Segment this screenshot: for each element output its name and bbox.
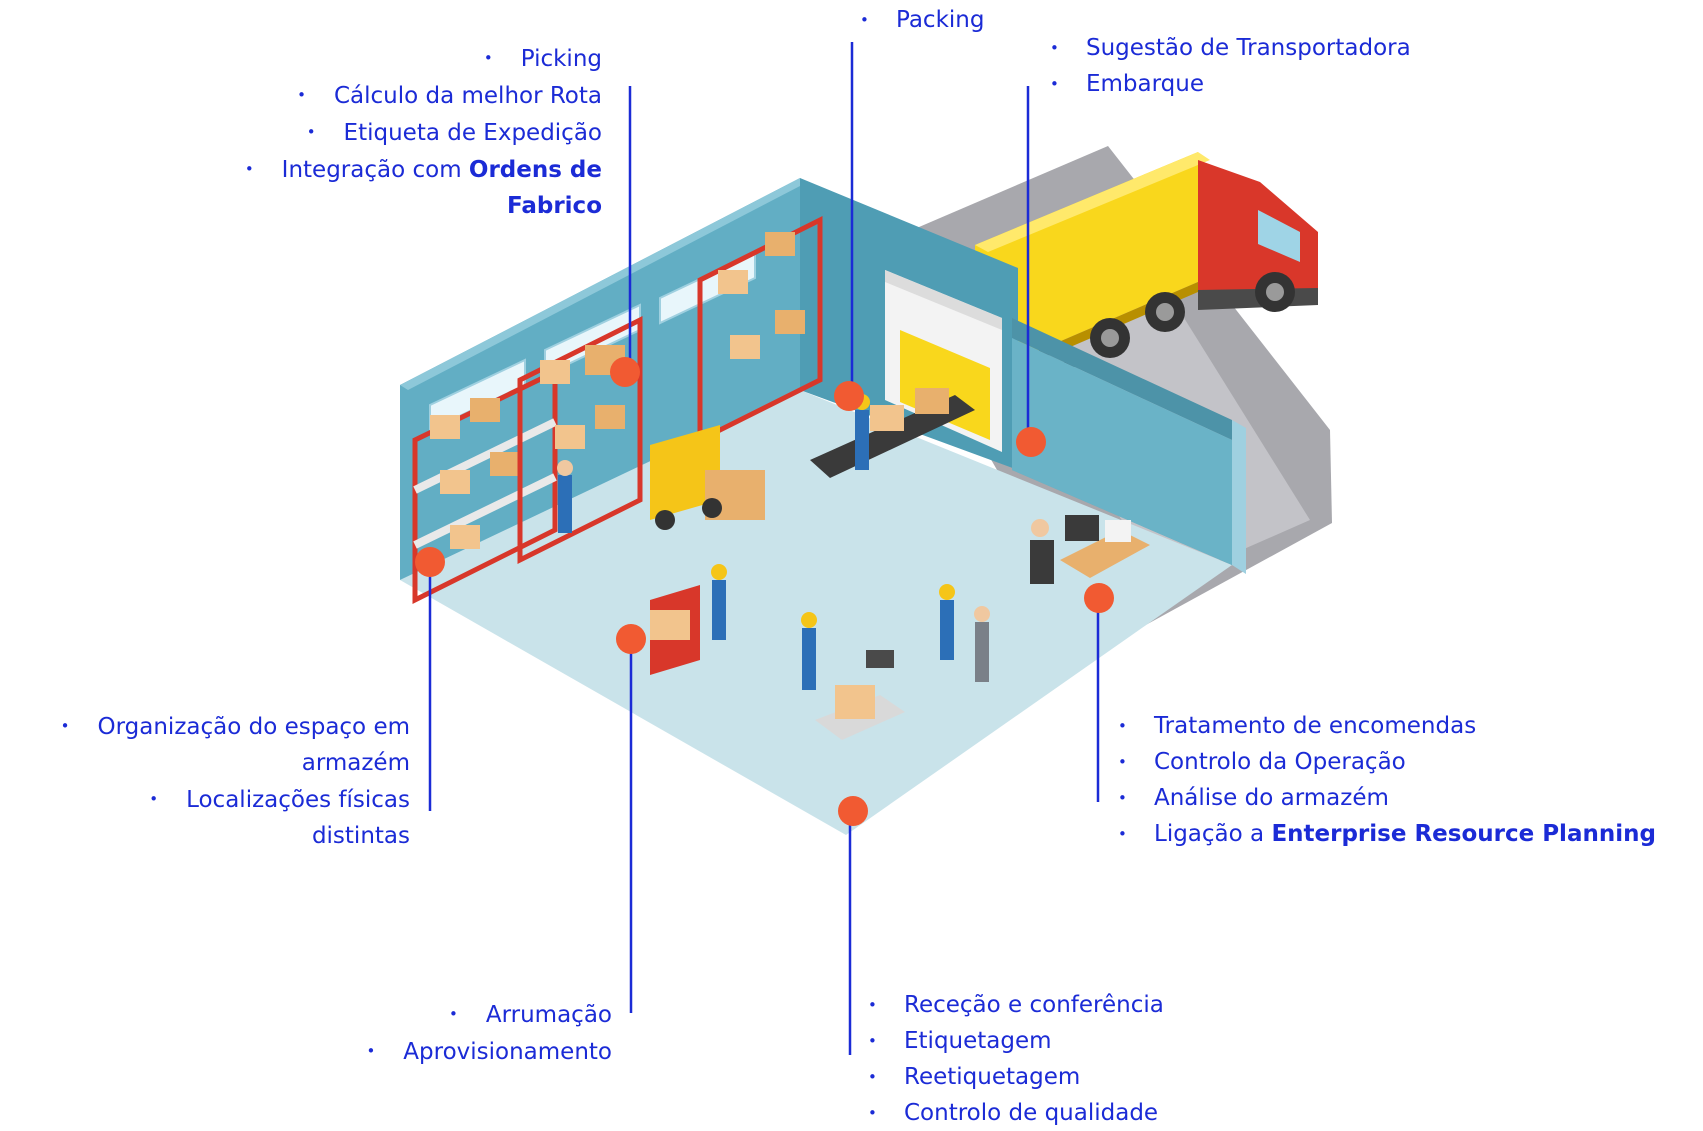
callout-item-text: Packing — [896, 7, 985, 33]
bullet-icon: • — [306, 123, 316, 141]
bullet-icon: • — [868, 1068, 877, 1086]
bullet-icon: • — [868, 1104, 877, 1122]
callout-item: • Cálculo da melhor Rota — [245, 77, 602, 114]
callout-item: • Packing — [860, 2, 984, 38]
bullet-icon: • — [1050, 39, 1059, 57]
callout-putaway: • Arrumação • Aprovisionamento — [366, 996, 612, 1070]
callout-item: Fabrico — [245, 188, 602, 224]
bullet-icon: • — [60, 717, 70, 735]
callout-picking: • Picking • Cálculo da melhor Rota • Etiqueta… — [245, 40, 602, 224]
callout-item-text: Integração com — [281, 157, 469, 183]
bullet-icon: • — [860, 11, 869, 29]
callout-item: • Controlo de qualidade — [868, 1095, 1164, 1131]
truck — [975, 152, 1318, 388]
callout-shipping: • Sugestão de Transportadora • Embarque — [1050, 30, 1411, 102]
callout-item: distintas — [61, 818, 410, 854]
callout-item-text: Arrumação — [485, 1002, 612, 1028]
office-desk — [1030, 515, 1150, 584]
callout-item: • Etiqueta de Expedição — [245, 114, 602, 151]
callout-receiving: • Receção e conferência • Etiquetagem • Reeti… — [868, 987, 1164, 1131]
callout-item: • Receção e conferência — [868, 987, 1164, 1023]
callout-item-emphasis: Ordens de — [468, 157, 602, 183]
bullet-icon: • — [149, 790, 159, 808]
callout-item-text: Etiqueta de Expedição — [343, 120, 602, 146]
callout-item: • Picking — [245, 40, 602, 77]
callout-item: • Sugestão de Transportadora — [1050, 30, 1411, 66]
callout-item-text: Sugestão de Transportadora — [1086, 35, 1411, 61]
bullet-icon: • — [1118, 717, 1127, 735]
storage-racks — [412, 215, 823, 605]
bullet-icon: • — [244, 160, 254, 178]
callout-item: • Etiquetagem — [868, 1023, 1164, 1059]
callout-item-emphasis: Fabrico — [506, 193, 602, 219]
callout-item: armazém — [61, 745, 410, 781]
connector-lines — [428, 42, 1100, 1055]
callout-item-text: Controlo da Operação — [1154, 749, 1406, 775]
callout-item-text: Picking — [520, 46, 602, 72]
callout-item-text: Embarque — [1086, 71, 1205, 97]
marker-packing — [834, 381, 864, 411]
callout-item-text: Etiquetagem — [904, 1028, 1052, 1054]
callout-item: • Análise do armazém — [1118, 780, 1656, 816]
callout-item-text: armazém — [301, 750, 410, 776]
callout-item-text: Ligação a — [1154, 821, 1272, 847]
marker-left-storage — [415, 547, 445, 577]
bullet-icon: • — [483, 49, 493, 67]
callout-item-text: Aprovisionamento — [403, 1039, 612, 1065]
bullet-icon: • — [1118, 825, 1127, 843]
callout-item: • Controlo da Operação — [1118, 744, 1656, 780]
callout-item-text: Receção e conferência — [904, 992, 1164, 1018]
bullet-icon: • — [1118, 789, 1127, 807]
callout-item-text: Organização do espaço em — [97, 714, 411, 740]
callout-item-text: Reetiquetagem — [904, 1064, 1081, 1090]
callout-item-text: Tratamento de encomendas — [1154, 713, 1477, 739]
marker-front-corner — [838, 796, 868, 826]
callout-item: • Reetiquetagem — [868, 1059, 1164, 1095]
marker-pallet-jack — [616, 624, 646, 654]
bullet-icon: • — [449, 1005, 458, 1023]
marker-top-left-shelf — [610, 357, 640, 387]
bullet-icon: • — [1050, 75, 1059, 93]
callout-item: • Localizações físicas — [61, 781, 410, 818]
forklift — [650, 425, 765, 530]
callout-item: • Embarque — [1050, 66, 1411, 102]
callout-erp: • Tratamento de encomendas • Controlo da Op… — [1118, 708, 1656, 852]
callout-item-emphasis: Enterprise Resource Planning — [1271, 821, 1656, 847]
callout-item: • Ligação a Enterprise Resource Planning — [1118, 816, 1656, 852]
callout-item-text: distintas — [311, 823, 410, 849]
callout-item: • Tratamento de encomendas — [1118, 708, 1656, 744]
warehouse-floor — [400, 390, 1232, 835]
marker-office-desk — [1084, 583, 1114, 613]
conveyor-belt — [810, 388, 975, 478]
callout-item-text: Cálculo da melhor Rota — [333, 83, 602, 109]
callout-item-text: Localizações físicas — [186, 787, 410, 813]
marker-truck-dock — [1016, 427, 1046, 457]
bullet-icon: • — [868, 996, 877, 1014]
bullet-icon: • — [1118, 753, 1127, 771]
callout-item: • Aprovisionamento — [366, 1033, 612, 1070]
hotspot-markers — [415, 357, 1114, 826]
callout-item-text: Controlo de qualidade — [904, 1100, 1159, 1126]
callout-item: • Arrumação — [366, 996, 612, 1033]
callout-storage: • Organização do espaço em armazém • Localiz… — [61, 708, 410, 854]
bullet-icon: • — [868, 1032, 877, 1050]
bullet-icon: • — [297, 86, 306, 104]
callout-item: • Organização do espaço em — [61, 708, 410, 745]
callout-item-text: Análise do armazém — [1154, 785, 1389, 811]
bullet-icon: • — [366, 1042, 376, 1060]
weighing-scale — [815, 650, 905, 740]
pallet-jack — [650, 585, 700, 675]
callout-packing: • Packing — [860, 2, 984, 38]
callout-item: • Integração com Ordens de — [245, 151, 602, 188]
